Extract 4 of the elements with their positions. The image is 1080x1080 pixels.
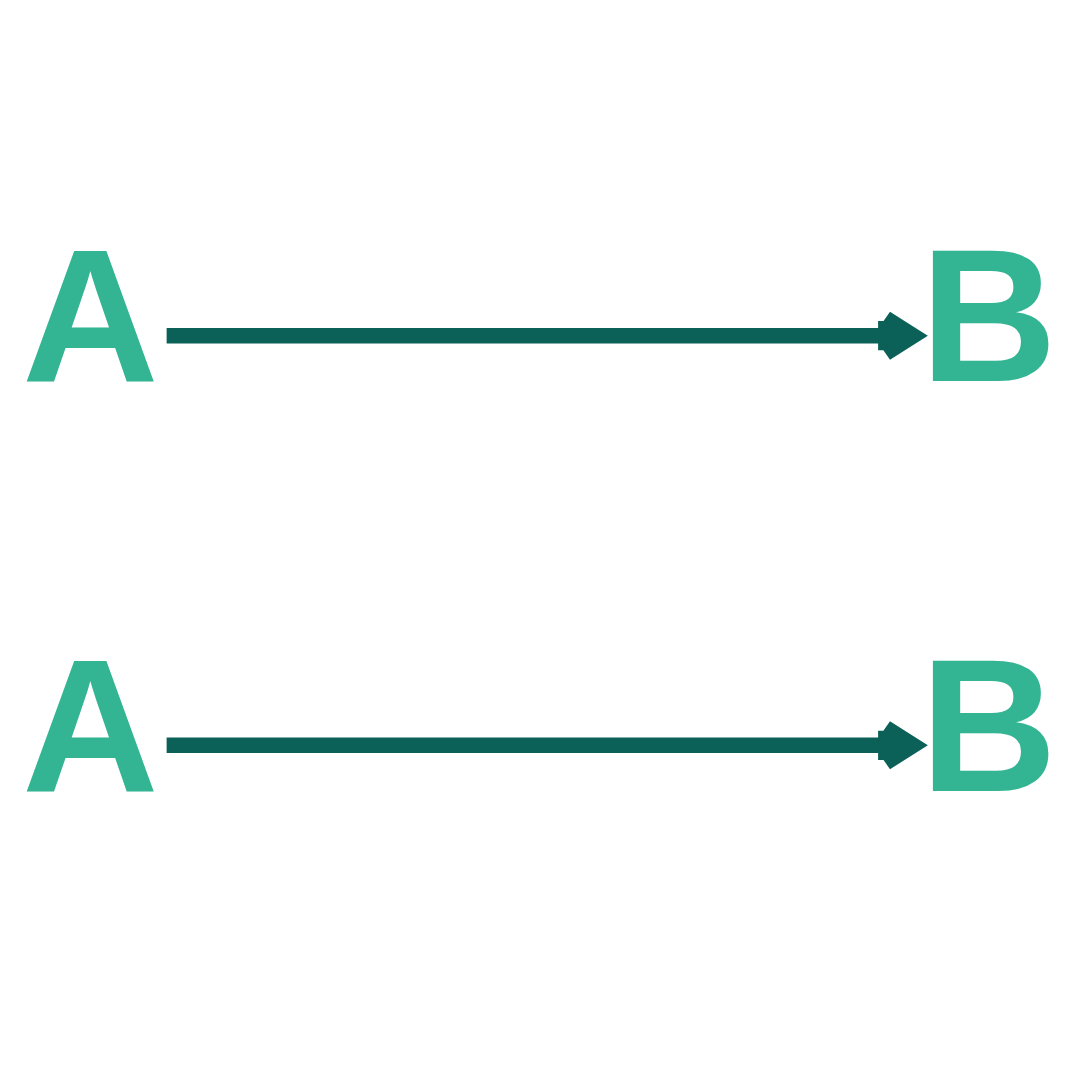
node-text: A: [22, 619, 159, 831]
node-text: B: [920, 209, 1058, 421]
node-text: B: [920, 619, 1058, 831]
node-text: A: [22, 209, 159, 421]
